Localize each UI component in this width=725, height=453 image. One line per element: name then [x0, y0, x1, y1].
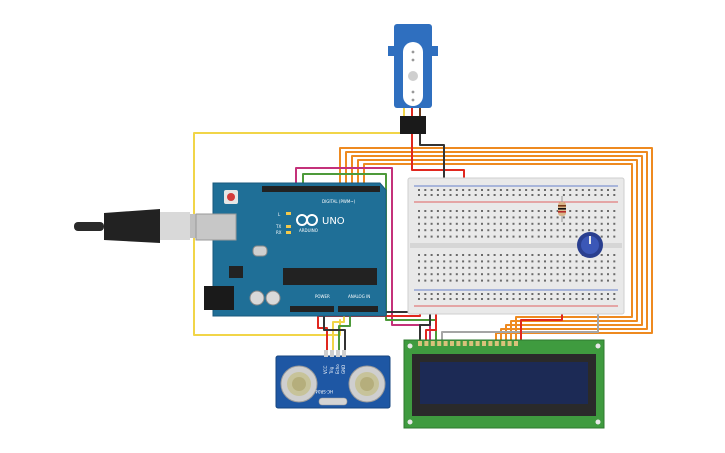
power-header-label: POWER [315, 294, 330, 299]
sensor-pin-vcc: VCC [323, 365, 328, 374]
lcd-display [403, 339, 605, 429]
wire-orange-4 [357, 159, 638, 343]
wire-orange-3 [351, 155, 643, 343]
sensor-crystal [318, 397, 348, 406]
analog-header [338, 306, 378, 312]
sensor-pin-header [324, 350, 346, 357]
sensor-transducer-right [348, 365, 386, 403]
capacitor [249, 290, 265, 306]
servo-motor [388, 24, 438, 134]
sensor-transducer-left [280, 365, 318, 403]
usb-port [195, 213, 237, 241]
arduino-uno-board: ARDUINO UNO DIGITAL (PWM~) POWER ANALOG … [195, 182, 387, 317]
wire-orange-1 [339, 147, 653, 343]
resistor [558, 196, 566, 222]
arduino-model-label: UNO [322, 216, 345, 227]
wire-red-lcd-vdd [425, 304, 437, 343]
wire-magenta-1 [295, 167, 431, 343]
capacitor [265, 290, 281, 306]
digital-header-label: DIGITAL (PWM~) [322, 199, 356, 204]
ultrasonic-sensor: VCC Trig Echo GND HC-SR04 [275, 350, 391, 409]
wire-black-lcd-vss [419, 304, 431, 343]
analog-header-label: ANALOG IN [348, 294, 370, 299]
arduino-logo [296, 214, 318, 226]
arduino-brand-label: ARDUINO [299, 228, 318, 233]
sensor-pin-trig: Trig [329, 366, 334, 375]
led-rx-label: RX [276, 230, 282, 235]
power-jack [204, 286, 234, 310]
servo-connector [400, 116, 426, 134]
sensor-model-label: HC-SR04 [315, 389, 333, 394]
crystal [252, 245, 268, 257]
atmega-chip [283, 268, 377, 285]
lcd-screen [420, 362, 588, 404]
wire-black-sensor-gnd [323, 304, 346, 357]
led-l-label: L [278, 212, 281, 217]
breadboard [407, 177, 625, 315]
digital-header [262, 186, 380, 192]
led-tx-label: TX [275, 224, 281, 229]
usb-cable [74, 209, 214, 243]
sensor-pin-gnd: GND [341, 365, 346, 374]
power-header [290, 306, 334, 312]
sensor-pin-echo: Echo [335, 364, 340, 374]
regulator [229, 266, 243, 278]
lcd-pin-header [418, 341, 518, 346]
potentiometer[interactable] [577, 232, 603, 258]
